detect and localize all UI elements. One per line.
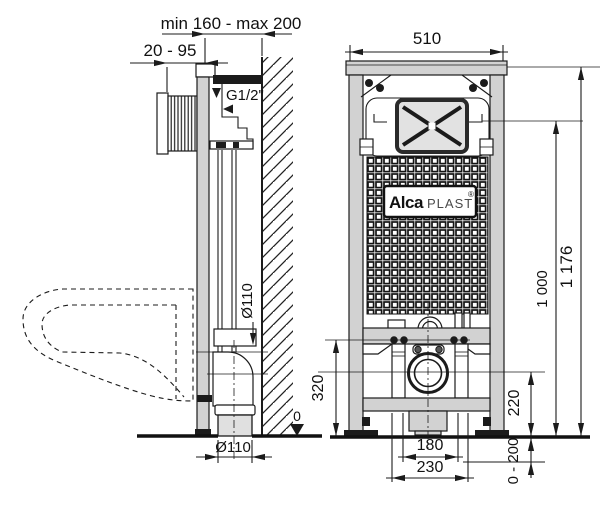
wall-hatching: [263, 57, 293, 435]
wall-offset-label: min 160 - max 200: [161, 14, 302, 33]
dim-arrow: [350, 48, 363, 56]
outlet-dia-bottom-label: Ø110: [215, 439, 251, 456]
brand-name-light: PLAST: [427, 196, 473, 211]
leg-bolt-right: [483, 417, 491, 426]
rail-gusset-left: [362, 343, 394, 355]
dim-arrow: [455, 474, 468, 482]
frame-base-side: [195, 429, 211, 437]
corner-brace-right: [461, 74, 493, 98]
stud-spacing-label: 180: [417, 437, 444, 454]
dim-arrow: [192, 30, 205, 38]
frame-depth-label: 20 - 95: [144, 41, 197, 60]
dim-arrow: [252, 453, 265, 461]
dimensions: min 160 - max 200 20 - 95 G1/2" Ø110 Ø11…: [130, 14, 600, 484]
dim-arrow: [577, 423, 585, 436]
brand-logo-box: [382, 184, 478, 219]
frame-column-right: [489, 74, 505, 433]
dim-arrow: [205, 59, 218, 67]
flush-pipe-lines: [217, 150, 237, 352]
fill-valve-detail: [233, 142, 239, 148]
dim-arrow: [154, 59, 167, 67]
dim-arrow: [332, 423, 340, 436]
outlet-dia-side-label: Ø110: [239, 283, 256, 319]
upper-mounting-rail: [362, 327, 491, 345]
dim-arrow: [527, 372, 535, 385]
dim-arrow: [392, 474, 405, 482]
brace-bolt: [365, 79, 373, 87]
datum-marker-icon: [290, 424, 304, 436]
corner-brace-left: [360, 74, 392, 98]
drain-outlet-pipe: [217, 414, 253, 437]
brand-name-bold: Alca: [389, 193, 424, 212]
brace-bolt: [376, 84, 384, 92]
lower-mounting-rail: [362, 397, 491, 412]
rail-bolt: [390, 336, 398, 344]
flush-height-label: 1 000: [534, 270, 551, 308]
rail-bolt: [460, 336, 468, 344]
dim-arrow: [445, 453, 458, 461]
frame-height-label: 1 176: [557, 246, 576, 289]
fill-valve-detail: [216, 142, 226, 148]
fill-valve-body: [209, 140, 254, 150]
lower-rail-section-side: [197, 395, 212, 402]
frame-top-rail: [345, 60, 508, 76]
dim-arrow: [249, 333, 257, 345]
frame-profile-side: [196, 76, 210, 431]
toilet-bowl-inner-contour: [41, 304, 185, 398]
brand-trademark: ®: [468, 190, 474, 199]
dim-arrow: [403, 453, 416, 461]
inlet-step-profile: [221, 84, 254, 149]
supply-pipe-end-cap: [156, 92, 169, 155]
insulation-grid-panel: [366, 156, 489, 315]
rail-bolt: [400, 336, 408, 344]
dim-arrow: [527, 423, 535, 436]
dim-arrow: [262, 30, 275, 38]
dim-arrow: [552, 121, 560, 134]
dim-arrow: [490, 48, 503, 56]
dim-arrow: [527, 438, 535, 451]
brace-bolt: [469, 84, 477, 92]
foot-plate-left: [344, 430, 378, 437]
dim-arrow: [527, 462, 535, 475]
drain-socket: [214, 404, 256, 416]
dim-arrow: [577, 67, 585, 80]
window-mark-right: [469, 114, 483, 123]
rail-bolt: [450, 336, 458, 344]
frame-top-cap-side: [195, 63, 216, 78]
window-mark-left: [373, 114, 387, 123]
clamp-bolt: [414, 345, 422, 354]
frame-column-left: [348, 74, 364, 433]
wall-mounting-bracket: [213, 75, 262, 84]
rail-height-label: 320: [310, 375, 327, 402]
supply-pointer-icon: [223, 104, 233, 114]
flange-spacing-label: 230: [417, 459, 444, 476]
supply-thread-label: G1/2": [226, 87, 264, 104]
frame-width-label: 510: [413, 29, 441, 48]
leg-adjust-label: 0 - 200: [505, 438, 522, 485]
flush-window-center: [428, 122, 436, 130]
leg-bolt-left: [362, 417, 370, 426]
dim-arrow: [552, 423, 560, 436]
floor-datum-label: 0: [293, 408, 301, 424]
foot-plate-right: [475, 430, 509, 437]
side-view: [22, 57, 322, 459]
brace-bolt: [480, 79, 488, 87]
dim-arrow: [332, 340, 340, 353]
toilet-bowl-outline: [22, 288, 194, 402]
clamp-bolt: [435, 345, 443, 354]
supply-pointer-icon: [212, 88, 221, 98]
supply-pipe-thread: [167, 95, 198, 152]
dim-arrow: [205, 453, 218, 461]
drain-elbow: [212, 351, 254, 407]
upper-rail-section-side: [213, 328, 257, 347]
outlet-height-label: 220: [506, 390, 523, 417]
